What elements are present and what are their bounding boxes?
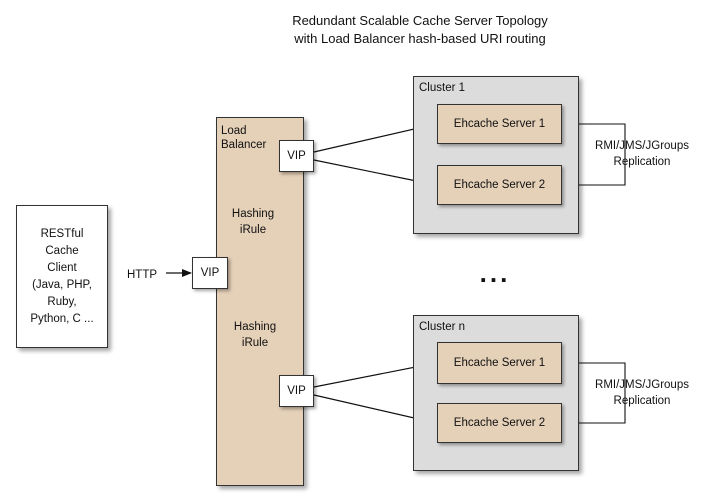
vip-entry: VIP	[192, 257, 228, 289]
hashing-top-line-1: Hashing	[231, 208, 275, 220]
hashing-top-line-2: iRule	[239, 224, 267, 236]
load-balancer-label: Load Balancer	[221, 124, 266, 152]
load-balancer: Load Balancer	[216, 117, 304, 486]
replication-1-line-1: RMI/JMS/JGroups	[595, 140, 689, 152]
cluster-1: Cluster 1	[413, 76, 579, 234]
http-label: HTTP	[126, 269, 158, 281]
client-line: RESTful	[40, 227, 84, 240]
cluster-n-label: Cluster n	[419, 321, 466, 333]
hashing-bottom-line-1: Hashing	[233, 321, 277, 333]
hashing-irule-bottom: Hashing iRule	[218, 319, 292, 351]
replication-n-line-1: RMI/JMS/JGroups	[595, 379, 689, 391]
more-clusters-ellipsis: ...	[479, 258, 511, 288]
vip-cluster-1: VIP	[279, 140, 314, 172]
rest-cache-client: RESTful Cache Client (Java, PHP, Ruby, P…	[16, 205, 108, 348]
replication-bracket-1	[562, 123, 626, 186]
replication-bracket-n	[562, 362, 626, 424]
title-line-1: Redundant Scalable Cache Server Topology	[292, 13, 548, 28]
client-line: Python, C ...	[30, 312, 94, 325]
client-line: Ruby,	[47, 295, 77, 308]
title-line-2: with Load Balancer hash-based URI routin…	[294, 31, 546, 46]
replication-label-cluster-1: RMI/JMS/JGroups Replication	[582, 138, 702, 170]
cluster-1-ehcache-server-2: Ehcache Server 2	[437, 165, 562, 205]
cluster-1-ehcache-server-1: Ehcache Server 1	[437, 104, 562, 144]
replication-label-cluster-n: RMI/JMS/JGroups Replication	[582, 377, 702, 409]
load-balancer-label-line-2: Balancer	[221, 139, 267, 151]
client-line: Cache	[45, 244, 79, 257]
load-balancer-label-line-1: Load	[221, 125, 247, 137]
hashing-bottom-line-2: iRule	[241, 337, 269, 349]
hashing-irule-top: Hashing iRule	[218, 206, 288, 238]
vip-cluster-n: VIP	[279, 375, 314, 407]
diagram-title: Redundant Scalable Cache Server Topology…	[200, 12, 640, 48]
cluster-n-ehcache-server-1: Ehcache Server 1	[437, 342, 562, 384]
cluster-n-ehcache-server-2: Ehcache Server 2	[437, 403, 562, 443]
cluster-1-label: Cluster 1	[419, 82, 466, 94]
client-line: (Java, PHP,	[32, 278, 92, 291]
replication-1-line-2: Replication	[613, 156, 671, 168]
client-line: Client	[47, 261, 77, 274]
cluster-n: Cluster n	[413, 315, 579, 471]
replication-n-line-2: Replication	[613, 395, 671, 407]
